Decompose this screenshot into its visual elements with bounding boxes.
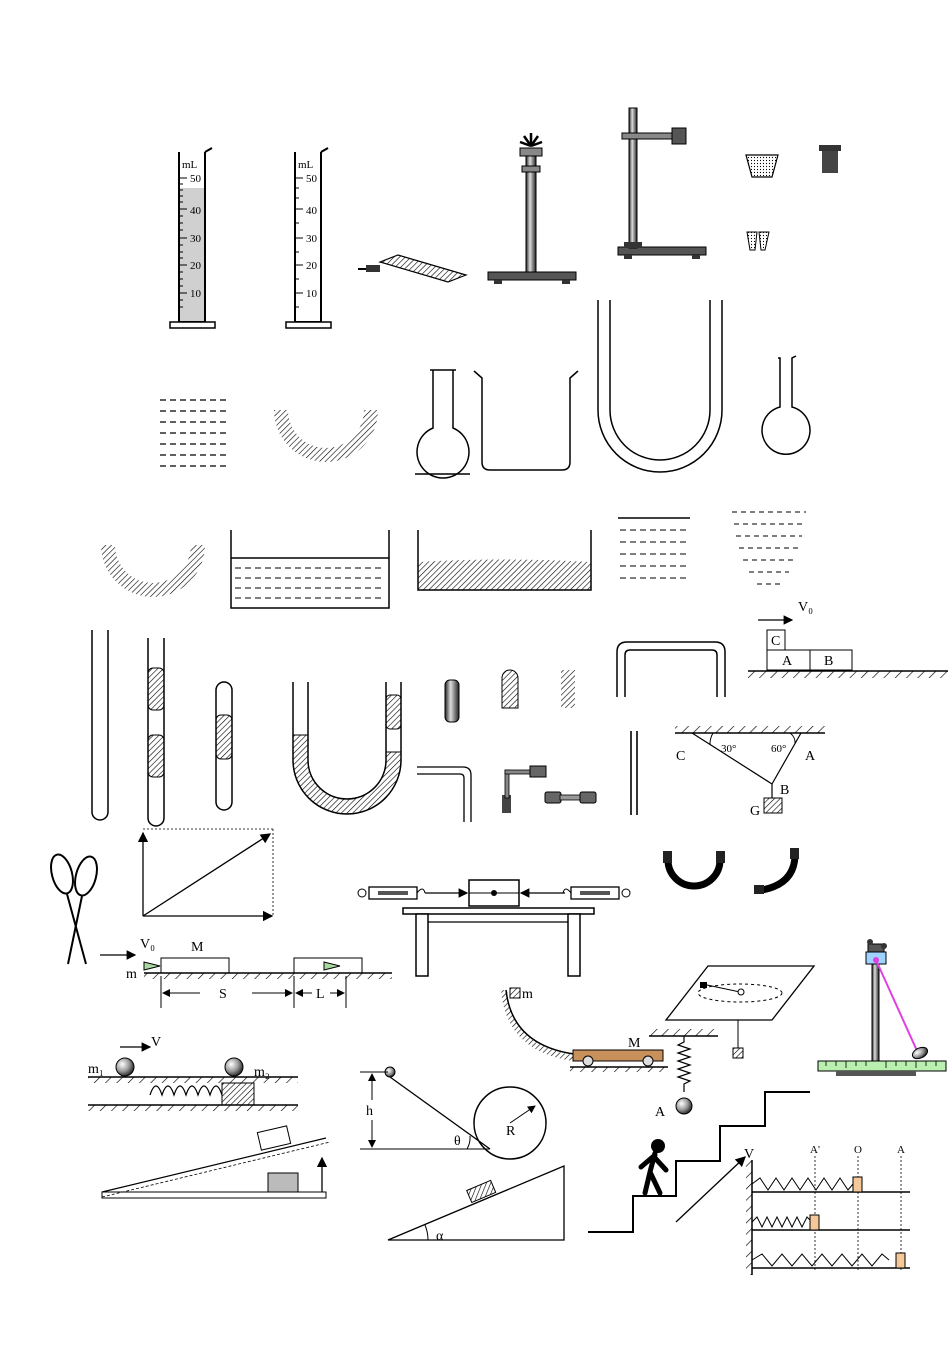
triangle-g-label: G	[750, 804, 760, 819]
spring-balls-diagram: V m₁ m₂	[88, 1035, 298, 1111]
board-distance-l: L	[316, 987, 325, 1002]
cylinder1-tick-40: 40	[190, 205, 202, 217]
curved-rubber-tube-u	[663, 851, 725, 890]
graduated-cylinder-filled: mL 50 40 30 20 10	[169, 147, 216, 329]
board-mass-small-label: m	[126, 967, 137, 982]
beaker	[473, 370, 579, 471]
cylinder2-unit: mL	[298, 159, 314, 171]
rotating-platform	[664, 965, 816, 1059]
cylinder2-tick-10: 10	[306, 288, 318, 300]
block-b-label: B	[824, 654, 833, 669]
oscillator-a-label: A	[897, 1144, 905, 1156]
parallel-rods	[630, 731, 638, 815]
curved-mass-small-label: m	[522, 987, 533, 1002]
loop-height-label: h	[366, 1104, 373, 1119]
triangle-a-label: A	[805, 749, 816, 764]
incline-alpha: α	[387, 1165, 565, 1244]
test-tube-two-plugs	[147, 638, 165, 827]
cylinder1-tick-50: 50	[190, 173, 202, 185]
spring-mass1-label: m₁	[88, 1062, 104, 1077]
oscillator-o-label: O	[854, 1144, 862, 1156]
block-c-label: C	[771, 634, 780, 649]
test-tube-empty	[91, 630, 109, 821]
triangle-angle-a: 60°	[771, 743, 786, 755]
stairs-walker	[588, 1091, 810, 1233]
curved-track-cart: m M A	[501, 987, 718, 1120]
cylinder1-unit: mL	[182, 159, 198, 171]
rubber-stoppers	[745, 145, 841, 251]
bent-tube-l	[417, 766, 472, 822]
spring-oscillator: V A' O A	[675, 1144, 910, 1275]
tank-sediment	[417, 530, 592, 591]
board-mass-m-label: M	[191, 940, 204, 955]
flask-narrow-neck	[761, 355, 811, 455]
cylinder2-tick-50: 50	[306, 173, 318, 185]
tube-sealed-one-plug	[215, 681, 233, 811]
spring-point-a-label: A	[655, 1105, 666, 1120]
cylinder2-tick-20: 20	[306, 260, 318, 272]
hatched-plug-rounded	[501, 669, 519, 709]
inverted-u-tube	[616, 641, 726, 697]
xy-graph-linear	[137, 828, 274, 922]
triangle-angle-c: 30°	[721, 743, 736, 755]
spring-velocity-label: V	[151, 1035, 161, 1050]
board-distance-s: S	[219, 987, 227, 1002]
oscillator-velocity-label: V	[744, 1147, 754, 1162]
graduated-cylinder-empty: mL 50 40 30 20 10	[285, 147, 332, 329]
curved-rubber-tube-j	[754, 848, 799, 894]
incline-with-blocks	[101, 1125, 331, 1199]
board-velocity-label: V₀	[140, 937, 155, 952]
cylinder1-tick-20: 20	[190, 260, 202, 272]
triangle-b-label: B	[780, 783, 789, 798]
loop-angle-label: θ	[454, 1134, 461, 1149]
laser-stand	[817, 939, 947, 1076]
board-slide-diagram: V₀ M m S L	[100, 937, 392, 1008]
liquid-surface	[618, 517, 690, 579]
cylinder1-tick-30: 30	[190, 233, 202, 245]
iron-stand-short	[487, 133, 577, 284]
incline-angle-label: α	[436, 1229, 444, 1244]
metal-cylinder-rod	[444, 679, 460, 723]
hatched-arc	[274, 410, 378, 462]
oscillator-a-prime-label: A'	[810, 1144, 820, 1156]
cylinder1-tick-10: 10	[190, 288, 202, 300]
cart-mass-label: M	[628, 1036, 641, 1051]
table-spring-scales	[357, 879, 631, 977]
hatched-plug-column	[561, 670, 575, 708]
cylinder2-tick-30: 30	[306, 233, 318, 245]
crucible-tongs	[50, 853, 98, 965]
u-tube-mercury	[292, 682, 402, 815]
wire-gauze	[358, 254, 468, 283]
blocks-abc-diagram: V₀ C A B	[748, 600, 948, 678]
blocks-velocity-label: V₀	[798, 600, 813, 615]
triangle-hanging-weight: C A B G 30° 60°	[675, 726, 825, 819]
tube-connector-l	[502, 765, 547, 813]
iron-stand-tall	[617, 107, 707, 259]
u-tube-large	[597, 300, 723, 473]
liquid-block-dashed	[160, 399, 230, 467]
triangle-c-label: C	[676, 749, 685, 764]
loop-track-diagram: h θ R	[360, 1066, 547, 1160]
hatched-arc-small	[101, 545, 205, 597]
round-bottom-flask	[415, 369, 470, 479]
liquid-bowl	[732, 511, 806, 585]
cylinder2-tick-40: 40	[306, 205, 318, 217]
block-a-label: A	[782, 654, 793, 669]
loop-radius-label: R	[506, 1124, 516, 1139]
tube-connector-straight	[544, 791, 597, 804]
tank-water	[230, 530, 390, 609]
